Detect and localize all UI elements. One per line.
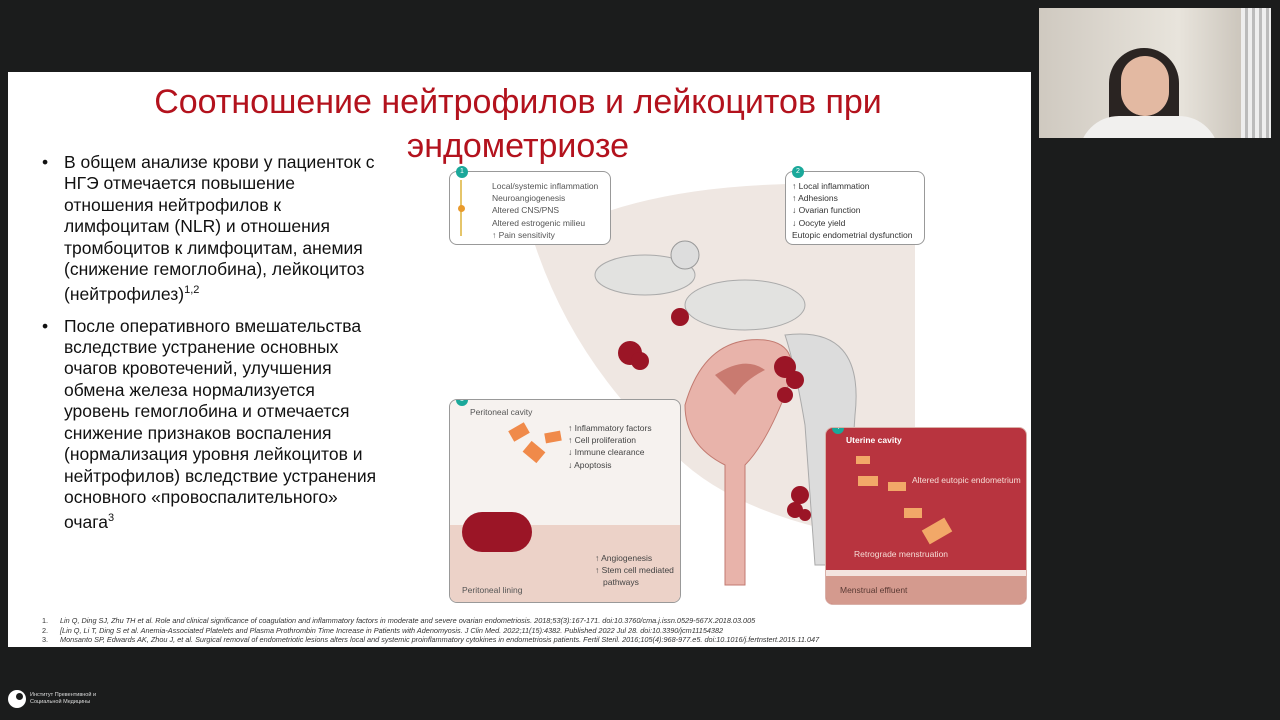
slide-title: Соотношение нейтрофилов и лейкоцитов при… <box>154 83 882 165</box>
presentation-slide: Соотношение нейтрофилов и лейкоцитов при… <box>8 72 1031 647</box>
panel-3-peritoneal: 3 Peritoneal cavity ↑ Inflammatory facto… <box>449 399 681 603</box>
references: 1.Lin Q, Ding SJ, Zhu TH et al. Role and… <box>42 616 819 645</box>
reference-item: 1.Lin Q, Ding SJ, Zhu TH et al. Role and… <box>42 616 756 625</box>
neuron-body-icon <box>458 205 465 212</box>
endometrial-cell-icon <box>921 517 953 545</box>
anatomy-illustration <box>535 183 915 586</box>
institute-logo: Институт Превентивной и Социальной Медиц… <box>8 690 100 708</box>
reference-item: 3.Monsanto SP, Edwards AK, Zhou J, et al… <box>42 635 820 644</box>
panel-2-fertility: 2 ↑ Local inflammation ↑ Adhesions ↓ Ova… <box>785 166 925 245</box>
reference-item: 2.[Lin Q, Li T, Ding S et al. Anemia-Ass… <box>42 625 724 635</box>
endometrial-cell-icon <box>888 482 906 491</box>
panel-1-pain: 1 Local/systemic inflammation Neuroangio… <box>449 166 611 245</box>
endometrial-cell-icon <box>508 422 530 442</box>
endometrial-cell-icon <box>544 430 562 444</box>
endometrial-cell-icon <box>856 456 870 464</box>
bullet-list: В общем анализе крови у пациенток с НГЭ … <box>42 152 382 544</box>
panel-4-uterine: 4 Uterine cavity Altered eutopic endomet… <box>825 427 1027 605</box>
endometrial-cell-icon <box>858 476 878 486</box>
bullet-item: В общем анализе крови у пациенток с НГЭ … <box>42 152 382 306</box>
webcam-video-tile[interactable] <box>1039 8 1271 138</box>
lesion-marks <box>618 308 811 521</box>
bullet-item: После оперативного вмешательства вследст… <box>42 316 382 534</box>
logo-icon <box>8 690 26 708</box>
endometrial-cell-icon <box>904 508 922 518</box>
endometriosis-figure: 1 Local/systemic inflammation Neuroangio… <box>445 165 1035 610</box>
endometrial-cell-icon <box>522 440 546 464</box>
lesion-mass <box>462 512 532 552</box>
